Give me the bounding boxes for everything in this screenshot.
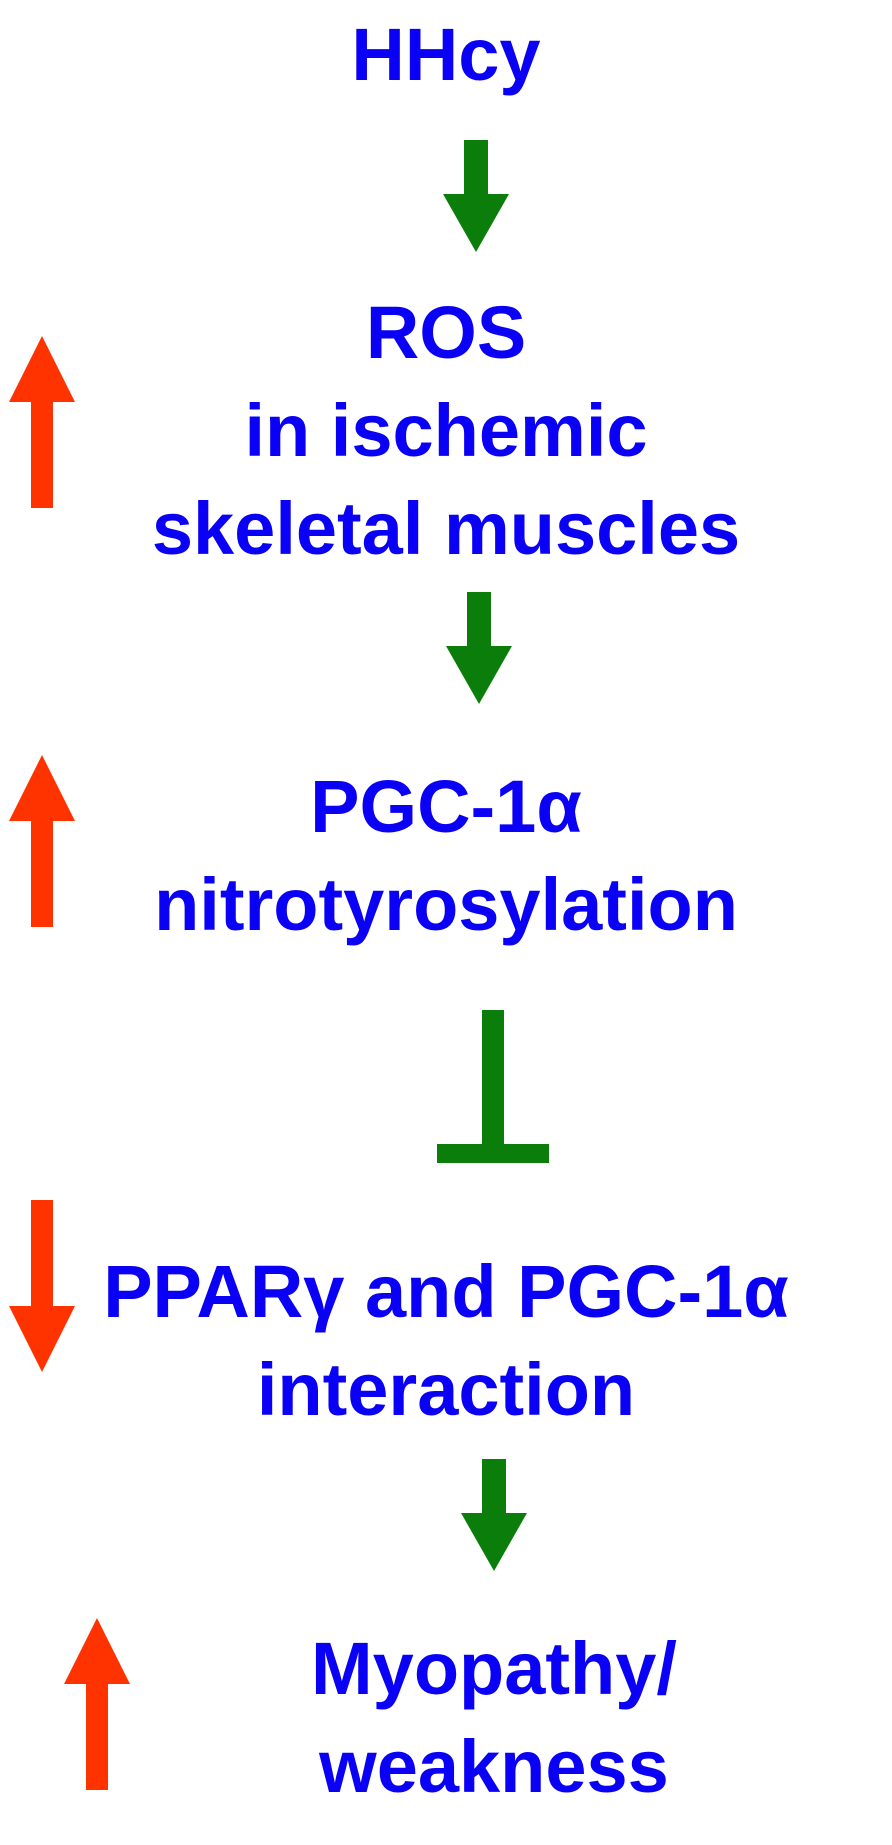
flow-arrow-ppar-to-myopathy <box>461 1459 527 1571</box>
node-myopathy-line-2: weakness <box>319 1725 669 1808</box>
node-ros-line-1: ROS <box>365 291 527 374</box>
flow-arrow-hhcy-to-ros <box>443 140 509 252</box>
increase-arrow-ros <box>9 336 75 508</box>
node-ros-line-2: in ischemic <box>244 389 648 472</box>
increase-arrow-myopathy <box>64 1618 130 1790</box>
increase-arrow-pgc1a-nitro <box>9 755 75 927</box>
decrease-arrow-ppar-pgc <box>9 1200 75 1372</box>
node-myopathy-line-1: Myopathy/ <box>311 1627 677 1710</box>
flow-arrow-ros-to-pgc1a <box>446 592 512 704</box>
node-ppar-pgc-line-2: interaction <box>256 1348 636 1431</box>
node-pgc1a-nitro-line-2: nitrotyrosylation <box>154 863 738 946</box>
node-ros-line-3: skeletal muscles <box>151 487 741 570</box>
inhibit-bar-pgc1a-to-ppar <box>437 1010 549 1163</box>
node-hhcy-line-1: HHcy <box>351 13 541 96</box>
node-ppar-pgc-line-1: PPARγ and PGC-1α <box>103 1250 789 1333</box>
node-pgc1a-nitro-line-1: PGC-1α <box>310 765 582 848</box>
